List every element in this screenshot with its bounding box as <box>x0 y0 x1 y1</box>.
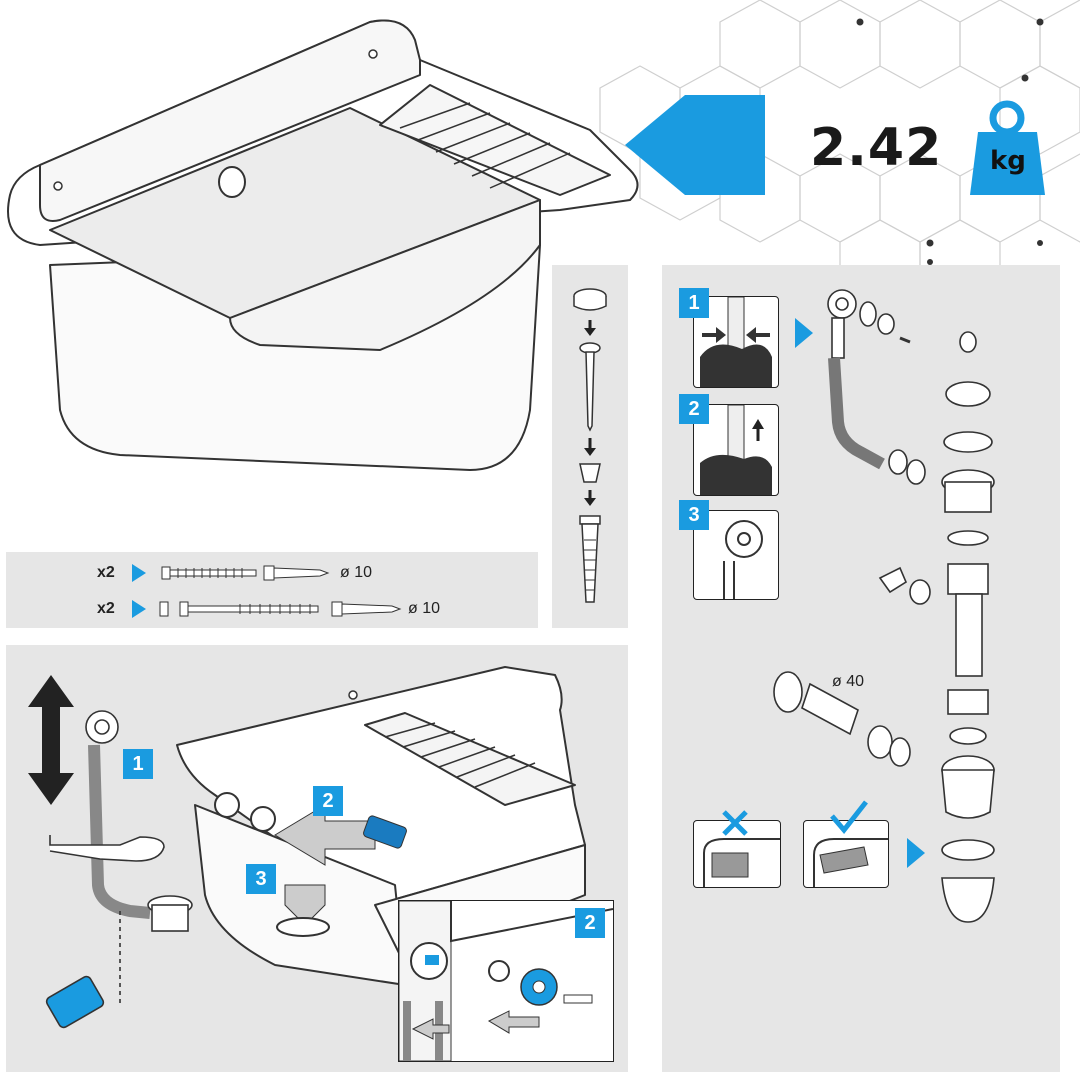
drain-step-3-box <box>693 510 779 600</box>
incorrect-seal-example <box>693 820 781 888</box>
next-step-arrow-icon <box>795 318 813 348</box>
check-mark-icon <box>830 800 868 834</box>
drain-step-1-box <box>693 296 779 388</box>
hardware-qty-1: x2 <box>97 564 115 581</box>
install-step-3-badge: 3 <box>246 864 276 894</box>
hardware-diameter-2: ø 10 <box>408 600 441 617</box>
screw-and-dowel-set-2 <box>132 600 402 618</box>
pipe-diameter-label: ø 40 <box>832 673 865 690</box>
install-step-1-badge: 1 <box>123 749 153 779</box>
overflow-drain-illustration <box>45 710 193 1029</box>
install-step-2-badge: 2 <box>313 786 343 816</box>
hardware-qty-2: x2 <box>97 600 115 617</box>
drain-parts-exploded-view <box>827 289 995 923</box>
screw-and-dowel-set-1 <box>132 564 330 582</box>
screw-sequence-illustration <box>573 288 607 603</box>
cross-mark-icon <box>722 810 748 836</box>
drain-assembly-panel <box>662 265 1060 1072</box>
blue-pointer-arrow-icon <box>625 95 765 195</box>
pipe-extension-illustration <box>773 671 859 736</box>
drain-step-3-badge: 3 <box>679 500 709 530</box>
sink-illustration <box>7 19 639 471</box>
weight-icon: kg <box>970 98 1045 198</box>
hardware-panel <box>6 552 538 628</box>
drain-step-1-badge: 1 <box>679 288 709 318</box>
next-arrow-icon <box>907 838 925 868</box>
up-down-arrow-icon <box>28 675 74 805</box>
detail-step-badge: 2 <box>575 908 605 938</box>
hardware-diameter-1: ø 10 <box>340 564 373 581</box>
weight-value: 2.42 <box>810 118 943 178</box>
drain-step-2-badge: 2 <box>679 394 709 424</box>
weight-unit: kg <box>990 146 1026 176</box>
